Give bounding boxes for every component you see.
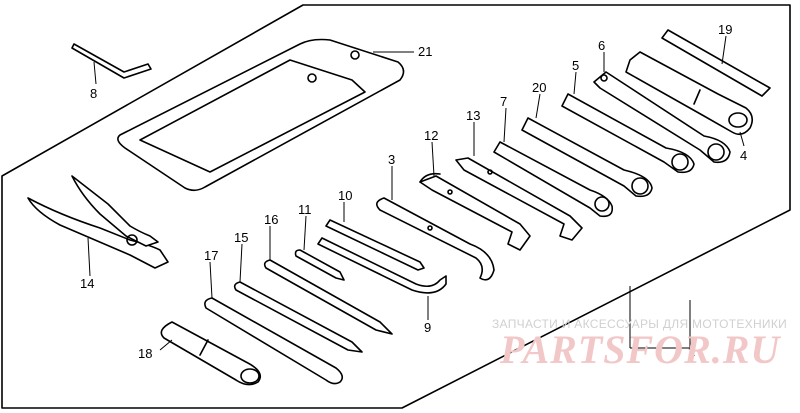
screwdriver-flat: [263, 259, 393, 335]
callout-8: 8: [90, 86, 97, 101]
hex-wrench: [325, 219, 425, 271]
tube-wrench: [625, 51, 754, 136]
callout-13: 13: [466, 108, 480, 123]
pin-spanner-rod: [317, 237, 447, 294]
open-end-wrench-13: [455, 157, 583, 241]
hex-key: [71, 43, 152, 79]
callout-7: 7: [500, 94, 507, 109]
watermark-caption: ЗАПЧАСТИ И АКСЕССУАРЫ ДЛЯ МОТОТЕХНИКИ: [492, 317, 788, 331]
callout-labels: 21 8 14 17 15 16 11 10 18 3 12 13 7 20 5…: [80, 22, 747, 361]
callout-12: 12: [424, 128, 438, 143]
callout-4: 4: [740, 148, 747, 163]
watermark-logo: PARTSFOR.RU: [500, 327, 781, 372]
callout-11: 11: [298, 202, 312, 217]
callout-17: 17: [204, 248, 218, 263]
hook-spanner: [376, 197, 495, 281]
callout-6: 6: [598, 38, 605, 53]
spark-plug-wrench: [160, 321, 262, 386]
tool-bag: [117, 38, 405, 192]
callout-21: 21: [418, 44, 432, 59]
callout-15: 15: [234, 230, 248, 245]
tool-tray-outline: [1, 4, 791, 409]
callout-5: 5: [572, 58, 579, 73]
tool-handle-bar: [661, 29, 771, 97]
callout-9: 9: [424, 320, 431, 335]
screwdriver-bit: [294, 249, 345, 281]
open-end-wrench-7: [493, 141, 614, 218]
callout-3: 3: [388, 152, 395, 167]
box-wrench-5: [561, 93, 695, 174]
callout-19: 19: [718, 22, 732, 37]
callout-14: 14: [80, 276, 94, 291]
callout-18: 18: [138, 346, 152, 361]
callout-2: 2: [688, 344, 695, 359]
screwdriver-handle: [204, 297, 344, 385]
pliers: [27, 175, 169, 269]
screwdriver-phillips: [233, 281, 363, 353]
box-wrench-20: [521, 117, 653, 198]
offset-wrench: [593, 71, 731, 164]
open-end-wrench-12: [419, 172, 531, 251]
callout-20: 20: [532, 80, 546, 95]
callout-10: 10: [338, 188, 352, 203]
leader-lines: [87, 35, 745, 351]
callout-16: 16: [264, 212, 278, 227]
